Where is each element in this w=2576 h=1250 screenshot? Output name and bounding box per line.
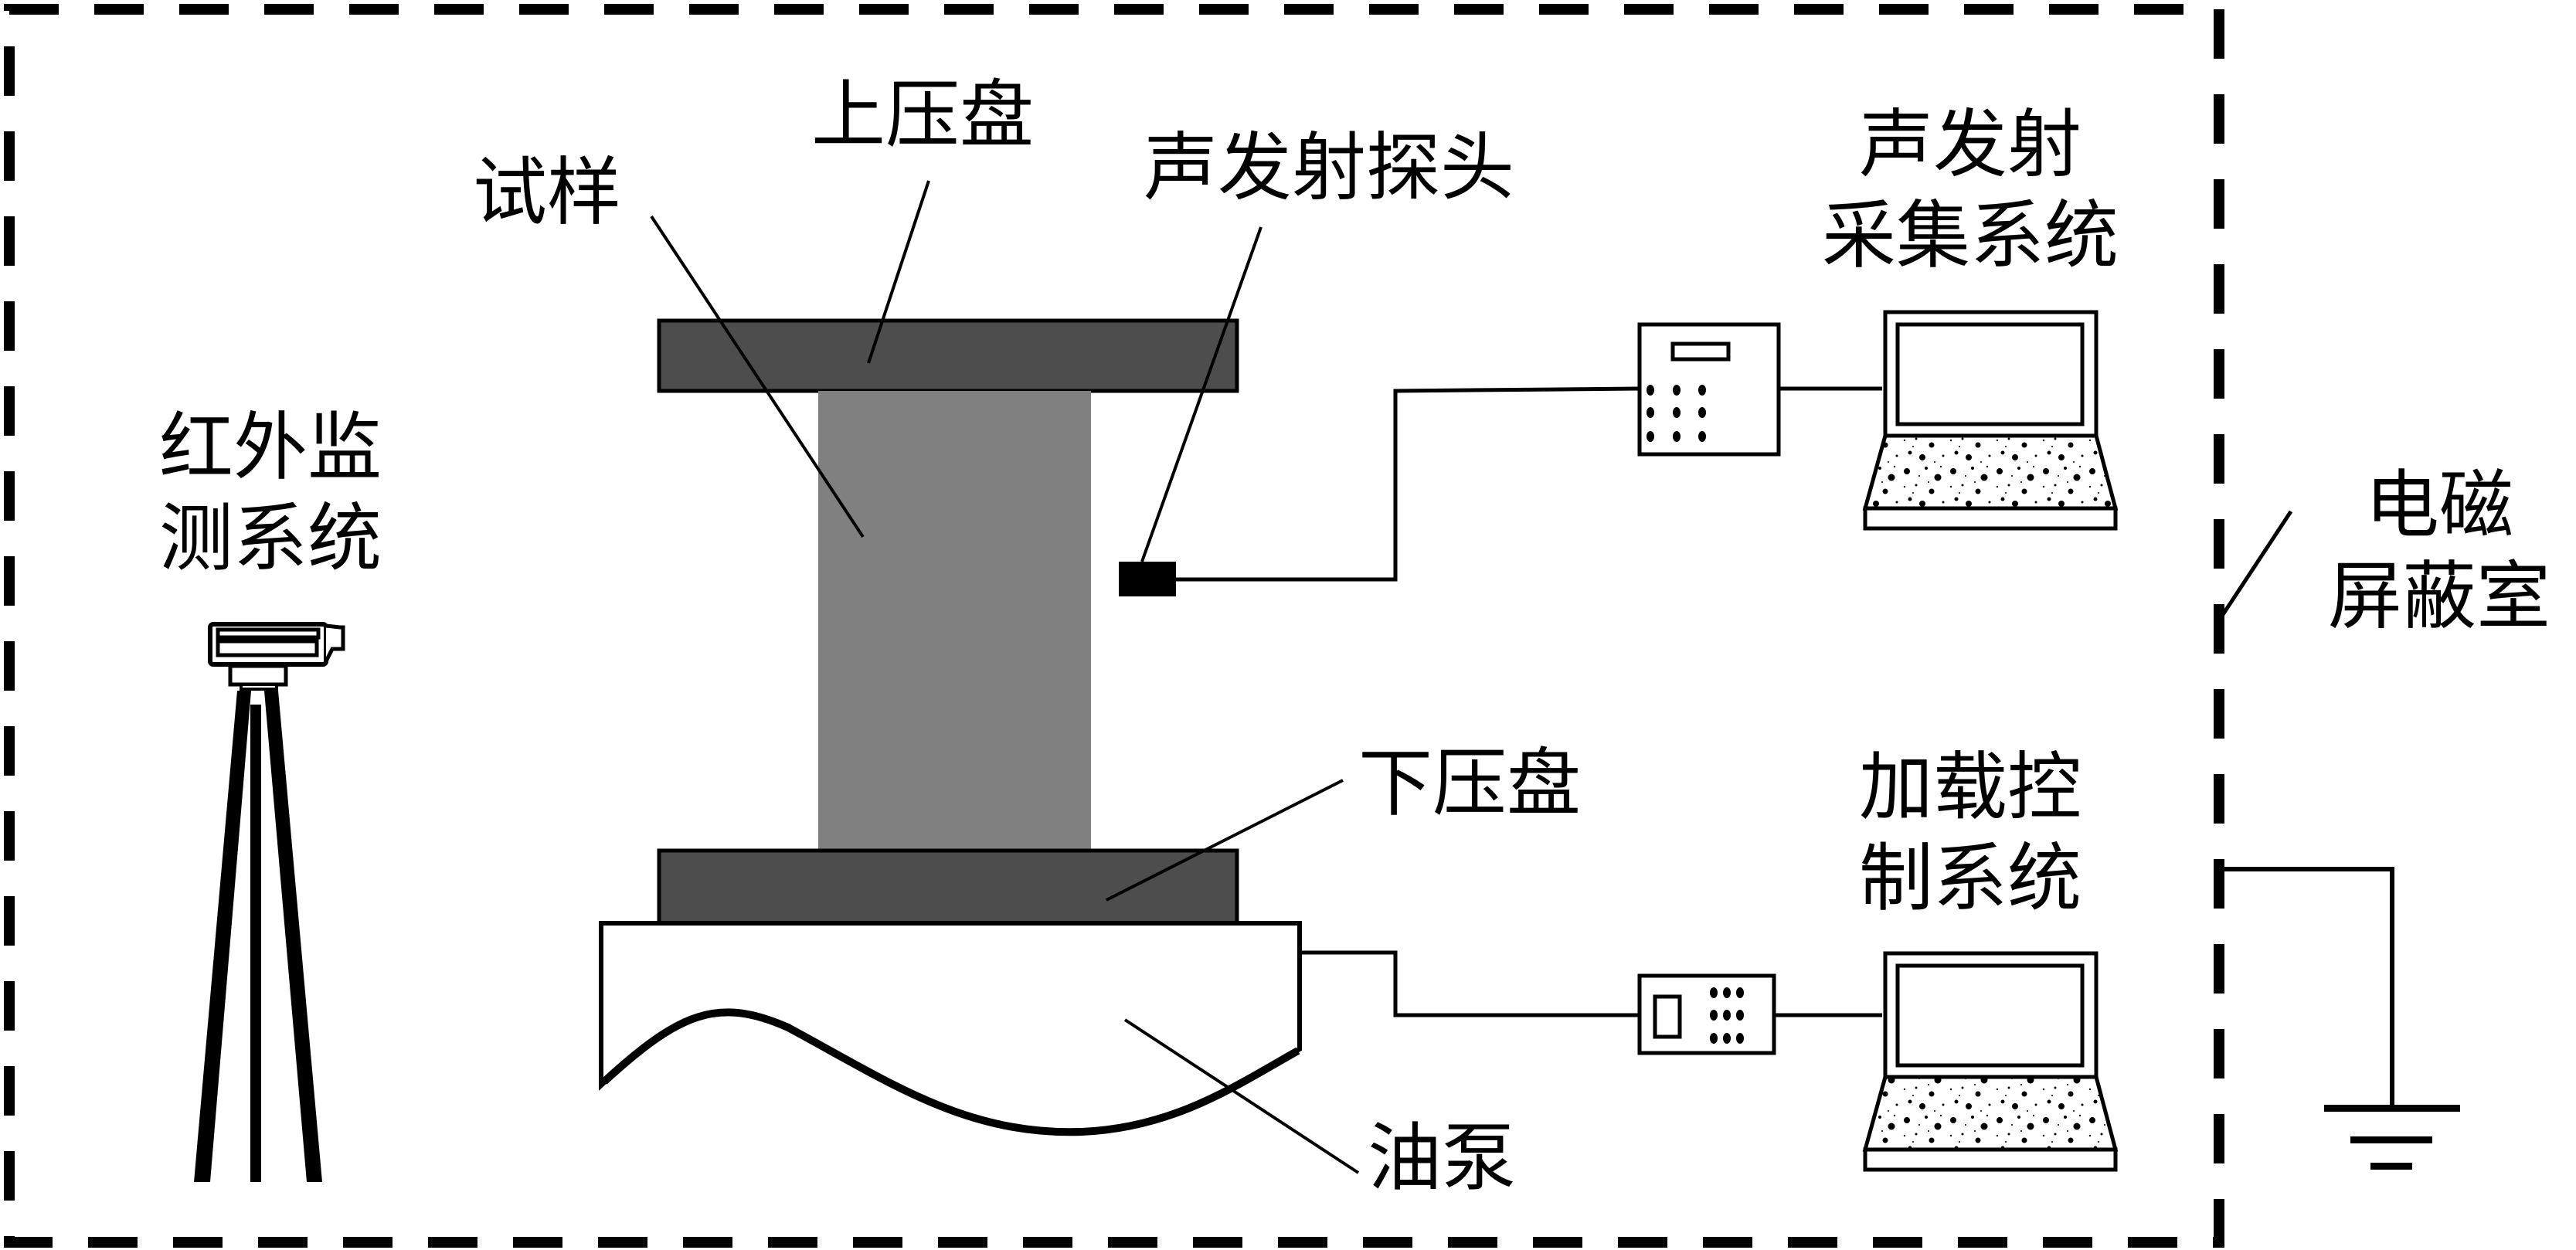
label-loading-line2: 制系统	[1859, 835, 2082, 922]
oil-pump-wave	[601, 1008, 1300, 1136]
lower-platen-leader-line	[1106, 779, 1344, 902]
ae-cable	[1176, 386, 1640, 582]
lower-platen	[657, 848, 1239, 926]
upper-platen-leader-line	[867, 180, 930, 364]
ae-probe	[1119, 562, 1176, 596]
load-cable	[1300, 950, 1640, 1017]
label-infrared: 红外监 测系统	[116, 402, 425, 584]
label-upper-platen: 上压盘	[811, 72, 1034, 158]
ground-icon	[2219, 867, 2460, 1170]
upper-platen	[657, 318, 1239, 393]
infrared-camera-icon	[208, 622, 345, 691]
load-laptop-icon	[1862, 951, 2119, 1172]
shield-room-border	[4, 4, 2224, 1248]
label-specimen: 试样	[473, 149, 621, 236]
label-loading-line1: 加载控	[1859, 744, 2082, 831]
label-shield-room: 电磁 屏蔽室	[2302, 460, 2576, 642]
label-ae-probe: 声发射探头	[1144, 124, 1514, 211]
ae-laptop-icon	[1862, 310, 2119, 531]
ae-amplifier-icon	[1637, 322, 1781, 457]
specimen	[818, 391, 1091, 851]
label-ae-system-line2: 采集系统	[1822, 192, 2119, 279]
label-infrared-line1: 红外监	[159, 404, 382, 491]
label-infrared-line2: 测系统	[159, 495, 382, 582]
label-ae-system: 声发射 采集系统	[1800, 99, 2140, 281]
label-ae-system-line1: 声发射	[1859, 101, 2082, 188]
label-shield-line1: 电磁	[2365, 462, 2513, 549]
label-lower-platen: 下压盘	[1358, 740, 1581, 827]
shield-room-leader-line	[2218, 510, 2293, 620]
specimen-leader-line	[650, 215, 865, 538]
oil-pump-leader-line	[1123, 1018, 1360, 1174]
label-oil-pump: 油泵	[1368, 1115, 1516, 1201]
ae-probe-leader-line	[1140, 226, 1263, 562]
oil-pump	[599, 921, 1302, 1135]
label-shield-line2: 屏蔽室	[2328, 553, 2551, 640]
label-loading-system: 加载控 制系统	[1800, 742, 2140, 924]
tripod-icon	[194, 691, 322, 1182]
load-controller-icon	[1637, 973, 1776, 1055]
